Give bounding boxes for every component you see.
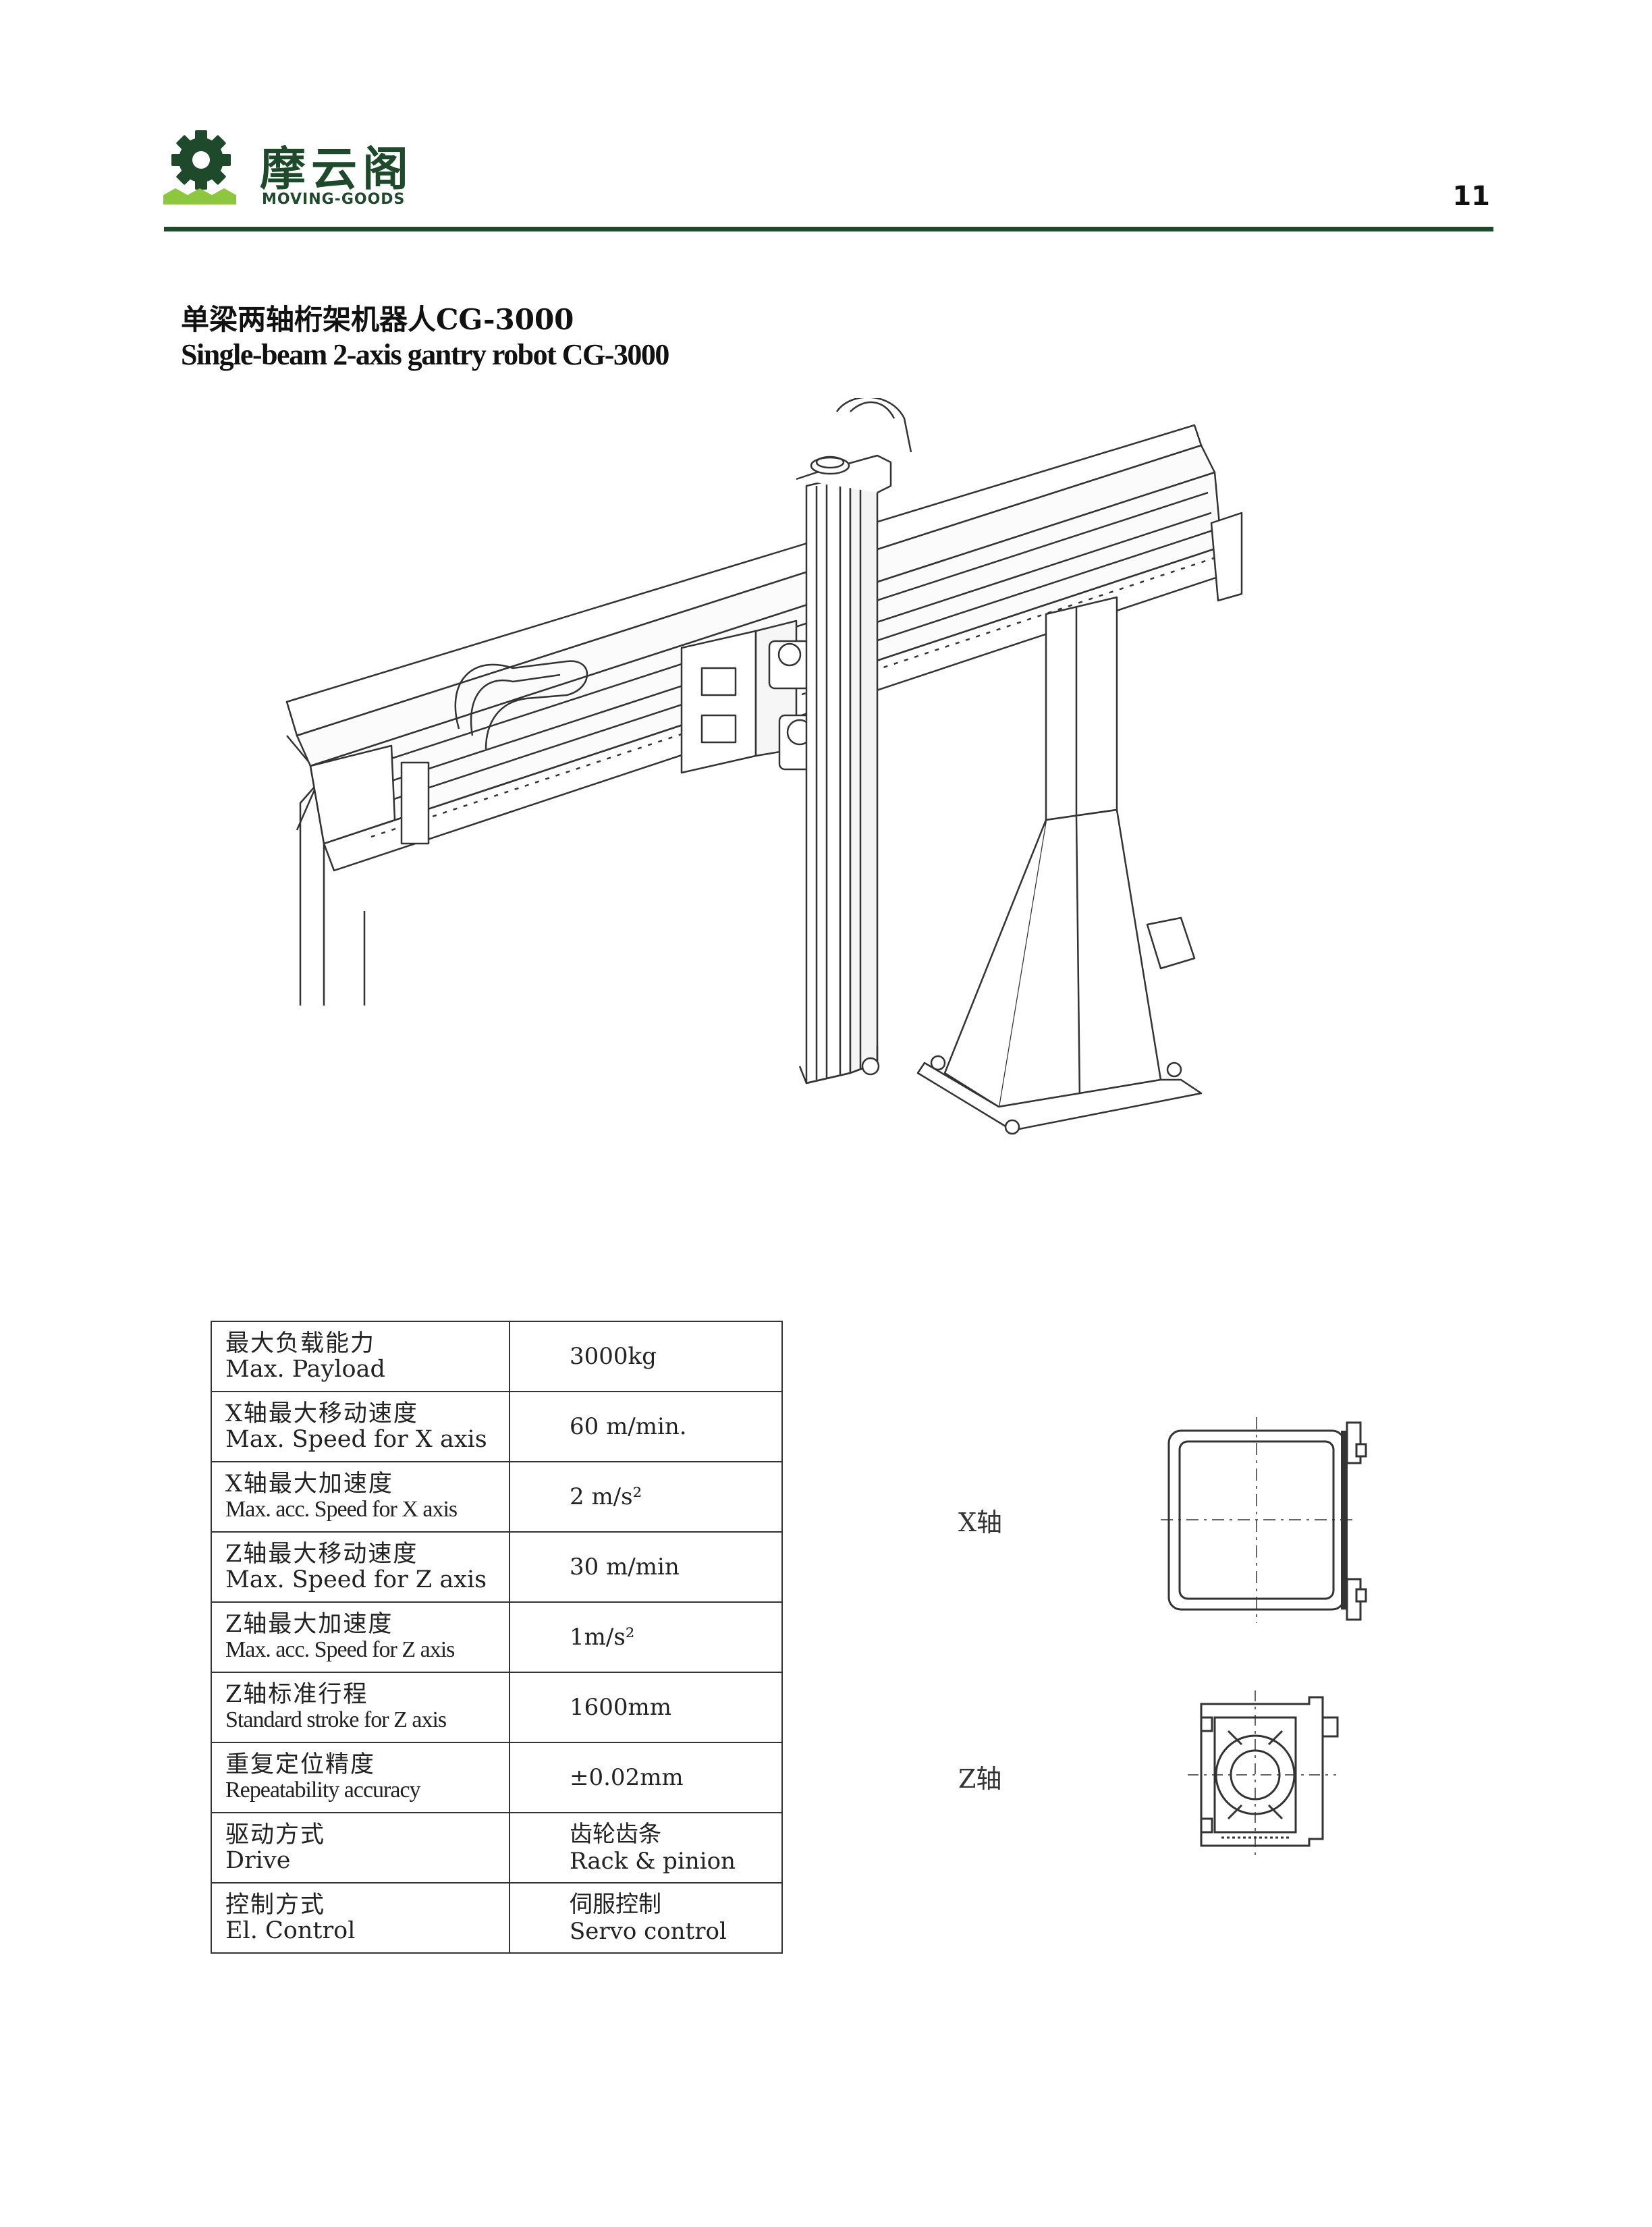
spec-value: 1600mm	[570, 1694, 672, 1721]
spec-label-cn: Z轴标准行程	[225, 1681, 368, 1708]
spec-value: 1m/s²	[570, 1624, 635, 1651]
spec-value: 3000kg	[570, 1343, 657, 1370]
spec-label-en: Drive	[225, 1847, 291, 1874]
spec-label-cn: Z轴最大加速度	[225, 1611, 393, 1638]
spec-value: 30 m/min	[570, 1554, 680, 1580]
spec-label-en: Max. Speed for Z axis	[225, 1566, 487, 1593]
spec-label-en: Max. acc. Speed for Z axis	[225, 1637, 455, 1662]
spec-label-cn: 驱动方式	[225, 1821, 326, 1848]
brand-name-cn: 摩云阁	[260, 143, 414, 196]
x-axis-section-label: X轴	[958, 1508, 1003, 1537]
spec-value: 齿轮齿条	[570, 1821, 661, 1848]
brand-name-en: MOVING-GOODS	[262, 191, 406, 208]
spec-value: 2 m/s²	[570, 1483, 642, 1510]
spec-label-en: Max. Speed for X axis	[225, 1426, 487, 1453]
spec-label-cn: 最大负载能力	[225, 1330, 376, 1357]
spec-value-en: Servo control	[570, 1918, 727, 1945]
logo-gear-icon	[163, 130, 236, 204]
spec-value-en: Rack & pinion	[570, 1848, 736, 1875]
x-axis-profile-drawing	[1161, 1417, 1367, 1623]
spec-label-en: Max. Payload	[225, 1356, 385, 1383]
spec-label-cn: Z轴最大移动速度	[225, 1541, 418, 1568]
spec-label-cn: 控制方式	[225, 1892, 326, 1919]
spec-label-cn: X轴最大移动速度	[225, 1400, 418, 1427]
spec-label-en: Repeatability accuracy	[225, 1778, 421, 1803]
header-divider	[164, 227, 1493, 231]
spec-label-cn: X轴最大加速度	[225, 1470, 393, 1497]
spec-label-en: El. Control	[225, 1917, 356, 1944]
spec-label-cn: 重复定位精度	[225, 1751, 376, 1778]
gantry-robot-drawing	[285, 398, 1243, 1135]
spec-value: 伺服控制	[570, 1891, 661, 1918]
spec-value: 60 m/min.	[570, 1413, 687, 1440]
spec-value: ±0.02mm	[570, 1764, 684, 1791]
page-title-cn: 单梁两轴桁架机器人CG-3000	[181, 303, 574, 336]
z-axis-profile-drawing	[1188, 1690, 1339, 1859]
spec-label-en: Standard stroke for Z axis	[225, 1707, 447, 1732]
spec-label-en: Max. acc. Speed for X axis	[225, 1497, 458, 1522]
page-title-en: Single-beam 2-axis gantry robot CG-3000	[181, 338, 669, 371]
z-axis-section-label: Z轴	[958, 1764, 1002, 1794]
page-number: 11	[1452, 181, 1490, 212]
